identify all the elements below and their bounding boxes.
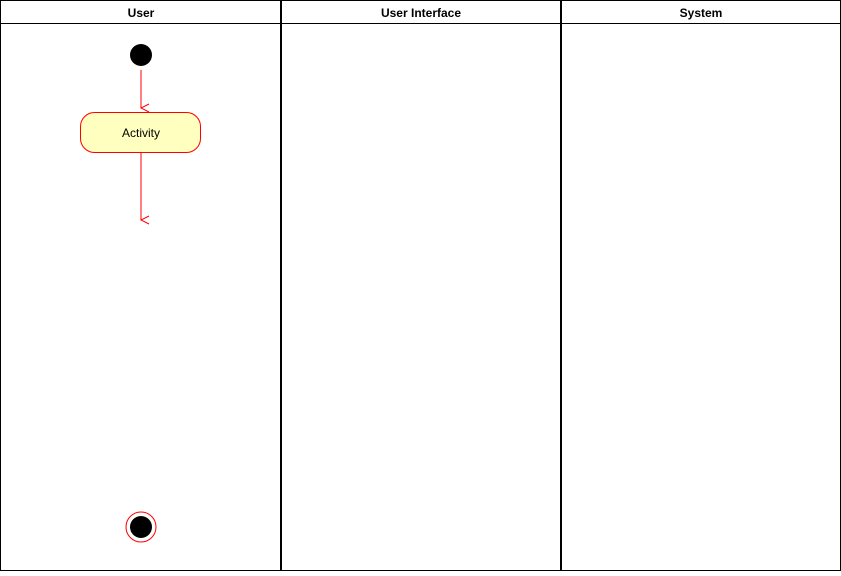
swimlane-user-interface-title: User Interface [381,6,461,20]
initial-node[interactable] [130,44,152,66]
swimlane-user-title: User [128,6,155,20]
swimlane-system[interactable]: System [561,0,841,571]
swimlane-user-header: User [128,6,155,20]
final-node[interactable] [125,511,157,543]
activity-label: Activity [122,126,160,140]
final-node-core [130,516,152,538]
swimlane-user-interface-header: User Interface [381,6,461,20]
swimlane-system-title: System [680,6,723,20]
activity-node[interactable]: Activity [80,112,201,153]
activity-shape[interactable] [80,112,201,153]
swimlane-user-interface[interactable]: User Interface [281,0,561,571]
swimlane-system-header: System [680,6,723,20]
